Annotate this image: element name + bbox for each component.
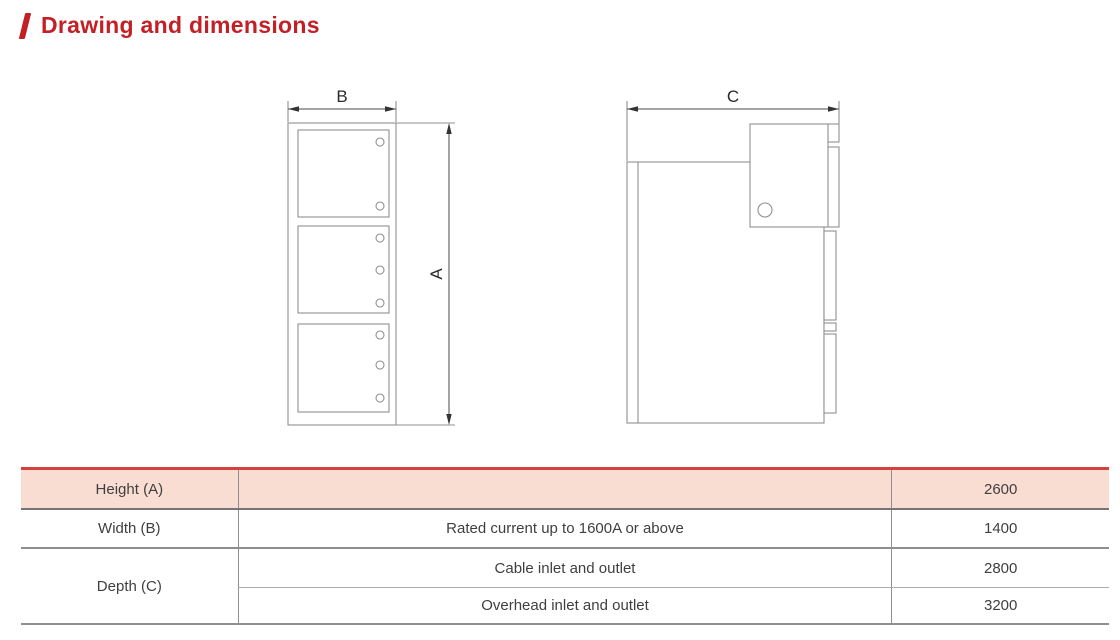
arrow-left-icon — [627, 106, 638, 112]
section-title: Drawing and dimensions — [41, 12, 320, 38]
cell-value: 1400 — [891, 509, 1109, 549]
front-view-drawing: B A — [287, 87, 455, 426]
side-view-drawing: C — [626, 87, 840, 424]
front-panel-top — [297, 129, 390, 218]
knob-circle — [375, 137, 385, 147]
strip-segment — [823, 322, 837, 332]
knob-circle — [375, 265, 385, 275]
cell-condition: Rated current up to 1600A or above — [237, 509, 892, 549]
arrow-left-icon — [288, 106, 299, 112]
dimension-a: A — [427, 123, 452, 425]
dimension-label-a: A — [427, 268, 446, 280]
side-box-knob — [757, 202, 773, 218]
dimension-label-b: B — [336, 87, 347, 106]
cell-parameter: Width (B) — [21, 509, 239, 549]
knob-circle — [375, 360, 385, 370]
cell-value: 2800 — [891, 548, 1109, 588]
dimension-label-c: C — [727, 87, 739, 106]
arrow-right-icon — [828, 106, 839, 112]
side-rear-strip — [823, 123, 840, 414]
cell-parameter: Height (A) — [21, 468, 239, 510]
cell-value: 3200 — [891, 587, 1109, 625]
table-row-depth-overhead: Overhead inlet and outlet 3200 — [21, 587, 1109, 625]
strip-segment — [823, 230, 837, 321]
front-panel-knobs — [375, 137, 385, 403]
arrow-right-icon — [385, 106, 396, 112]
knob-circle — [375, 393, 385, 403]
cell-value: 2600 — [891, 468, 1109, 510]
technical-drawings: B A — [287, 87, 840, 426]
section-title-bar: Drawing and dimensions — [18, 12, 320, 39]
knob-circle — [375, 201, 385, 211]
knob-circle — [375, 233, 385, 243]
cell-condition: Cable inlet and outlet — [237, 548, 892, 588]
cell-parameter: Depth (C) — [21, 548, 239, 625]
dimensions-table: Height (A) 2600 Width (B) Rated current … — [21, 467, 1109, 625]
cell-condition: Overhead inlet and outlet — [237, 587, 892, 625]
table-row-height: Height (A) 2600 — [21, 468, 1109, 510]
table-row-depth-cable: Depth (C) Cable inlet and outlet 2800 — [21, 548, 1109, 625]
dimension-b: B — [287, 87, 397, 122]
table-row-width: Width (B) Rated current up to 1600A or a… — [21, 509, 1109, 549]
dimension-c: C — [626, 87, 840, 161]
knob-circle — [375, 330, 385, 340]
front-panel-middle — [297, 225, 390, 314]
front-panel-bottom — [297, 323, 390, 413]
strip-segment — [823, 333, 837, 414]
arrow-down-icon — [446, 414, 452, 425]
knob-circle — [375, 298, 385, 308]
strip-segment — [827, 146, 840, 228]
cell-condition — [237, 468, 892, 510]
strip-segment — [827, 123, 840, 143]
arrow-up-icon — [446, 123, 452, 134]
